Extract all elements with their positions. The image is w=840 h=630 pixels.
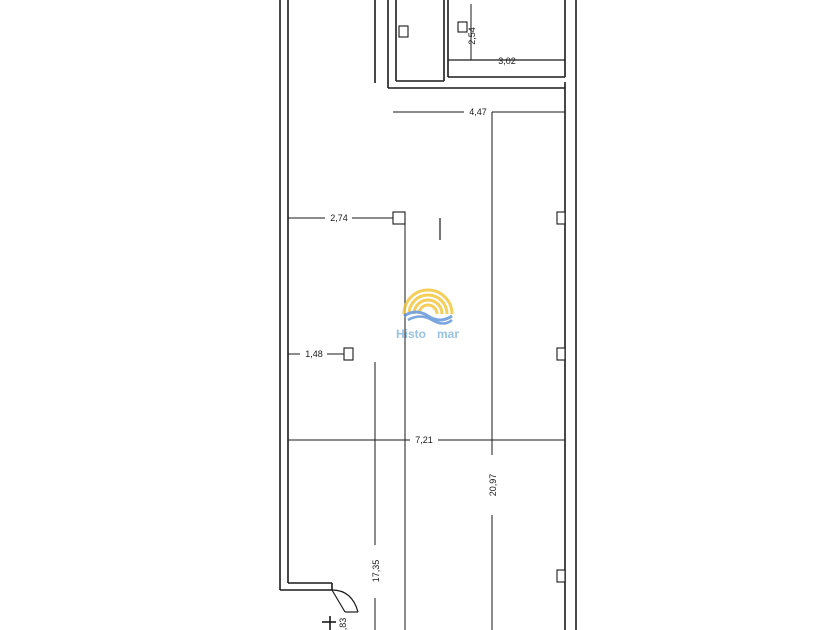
wave-icon: [403, 310, 453, 322]
dimension-label-2-54: 2,54: [467, 27, 477, 45]
dimension-7-21: 7,21: [288, 435, 565, 445]
dimension-label-3-02: 3,02: [498, 56, 516, 66]
dimension-label-4-47: 4,47: [469, 107, 487, 117]
column-top-left: [398, 25, 409, 38]
dimension-label-7-21: 7,21: [415, 435, 433, 445]
column-right-2: [556, 347, 566, 361]
sun-arc-icon: [402, 288, 454, 315]
column-top-right: [457, 21, 468, 33]
watermark-logo: Histo mar: [396, 288, 459, 341]
door-swing: [322, 589, 359, 630]
column-mid-left: [392, 211, 406, 225]
dimension-2-54: 2,54: [467, 4, 477, 60]
dimension-1-48: 1,48: [288, 349, 344, 359]
left-outer-wall: [279, 0, 333, 591]
dimension-label-0-83: ,83: [338, 618, 348, 630]
dimension-4-47: 4,47: [393, 107, 565, 117]
column-right-1: [556, 211, 566, 225]
top-room-walls: [374, 0, 566, 89]
dimension-label-20-97: 20,97: [488, 474, 498, 497]
dimension-0-83: ,83: [338, 618, 348, 630]
watermark-text-left: Histo: [396, 327, 426, 341]
dimension-label-17-35: 17,35: [371, 560, 381, 583]
dimension-20-97: 20,97: [488, 112, 498, 630]
column-lower-left: [343, 347, 354, 361]
right-outer-wall: [564, 0, 577, 630]
dimension-17-35: 17,35: [371, 362, 381, 630]
column-right-3: [556, 569, 566, 583]
dimension-2-74: 2,74: [288, 213, 393, 223]
dimension-label-1-48: 1,48: [305, 349, 323, 359]
dimension-3-02: 3,02: [498, 56, 516, 66]
watermark-text-right: mar: [437, 327, 459, 341]
dimension-label-2-74: 2,74: [330, 213, 348, 223]
